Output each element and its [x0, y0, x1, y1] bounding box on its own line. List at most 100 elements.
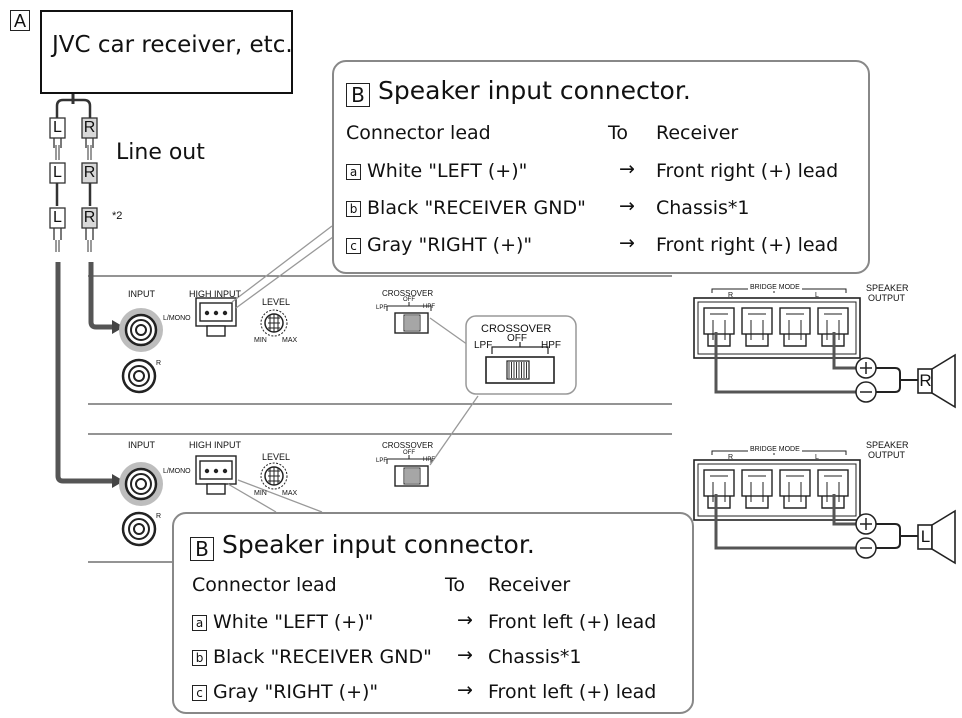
top-hpf: HPF	[423, 304, 435, 310]
rca-jack-bottom-r	[121, 511, 157, 547]
bottom-lpf: LPF	[376, 458, 388, 464]
top-lpf: LPF	[376, 305, 388, 311]
bottom-out-l: L	[815, 454, 819, 461]
speaker-output-label-top-1: SPEAKER	[866, 283, 909, 293]
zoom-crossover-label: CROSSOVER	[481, 323, 552, 335]
speaker-wire-bottom-minus	[714, 494, 856, 550]
callout-top-col-to: To	[608, 122, 629, 144]
top-input-r: R	[156, 360, 162, 367]
crossover-switch-top	[386, 302, 432, 334]
callout-bottom-row-b-arrow: →	[457, 644, 473, 666]
plug-l-3: L	[53, 209, 62, 226]
cable-split-top	[55, 98, 92, 118]
callout-top-row-b-arrow: →	[619, 195, 635, 217]
arrow-top-input	[112, 320, 124, 334]
callout-bottom-row-b-dest: Chassis*1	[488, 646, 582, 668]
crossover-switch-bottom	[386, 455, 432, 487]
callout-bottom-row-a-arrow: →	[457, 609, 473, 631]
callout-bottom-title-row: B Speaker input connector.	[190, 530, 535, 561]
rca-jack-top-r	[121, 358, 157, 394]
level-knob-bottom	[260, 462, 288, 490]
speaker-terminal-block-top	[693, 288, 861, 359]
callout-bottom: B Speaker input connector. Connector lead…	[172, 512, 694, 714]
callout-bottom-col-lead: Connector lead	[192, 574, 337, 596]
top-out-r: R	[728, 292, 734, 299]
top-level-max: MAX	[282, 337, 298, 344]
source-receiver-box: JVC car receiver, etc.	[40, 10, 293, 94]
zoom-off: OFF	[507, 333, 527, 344]
callout-top-row-b-dest: Chassis*1	[656, 197, 750, 219]
arrow-bottom-input	[112, 474, 124, 488]
plug-r-3: R	[83, 209, 96, 226]
level-knob-top	[260, 309, 288, 337]
bottom-hpf: HPF	[423, 457, 435, 463]
callout-bottom-col-receiver: Receiver	[488, 574, 571, 596]
cable-right-to-top-input	[88, 262, 112, 330]
callout-bottom-row-c-arrow: →	[457, 679, 473, 701]
speaker-icon-top	[917, 353, 956, 409]
line-out-footnote: *2	[112, 210, 123, 222]
bottom-off: OFF	[403, 450, 415, 456]
top-crossover-label: CROSSOVER	[382, 289, 434, 298]
callout-bottom-col-to: To	[445, 574, 466, 596]
cable-left-to-bottom-input	[55, 262, 112, 484]
line-out-label: Line out	[116, 140, 205, 165]
top-high-input-label: HIGH INPUT	[189, 289, 242, 299]
bridge-mode-bottom: BRIDGE MODE	[748, 446, 802, 453]
bottom-input-r: R	[156, 513, 162, 520]
callout-top-col-lead: Connector lead	[346, 122, 491, 144]
callout-bottom-title: Speaker input connector.	[222, 530, 535, 559]
speaker-bottom-letter: L	[920, 527, 931, 546]
panel-label: A	[10, 10, 30, 31]
callout-bottom-badge: B	[190, 537, 214, 561]
zoom-lpf: LPF	[474, 340, 493, 351]
bottom-level-label: LEVEL	[262, 452, 291, 462]
top-input-label: INPUT	[128, 289, 155, 299]
callout-bottom-row-a-dest: Front left (+) lead	[488, 611, 657, 633]
callout-top-col-receiver: Receiver	[656, 122, 739, 144]
speaker-wire-bottom-plus	[832, 494, 856, 526]
plug-l-2: L	[53, 164, 62, 181]
speaker-icon-bottom	[917, 509, 956, 565]
callout-top-leader	[231, 225, 349, 309]
bottom-out-r: R	[728, 454, 734, 461]
callout-top-row-a-dest: Front right (+) lead	[656, 160, 839, 182]
high-input-connector-bottom	[195, 455, 237, 495]
callout-top-row-c-dest: Front right (+) lead	[656, 234, 839, 256]
bottom-level-min: MIN	[254, 490, 267, 497]
plug-l-1: L	[53, 119, 62, 136]
speaker-wire-top-minus	[714, 332, 856, 394]
callout-bottom-leader	[227, 479, 323, 513]
plug-r-2: R	[83, 164, 96, 181]
speaker-wire-top-plus	[832, 332, 856, 370]
bottom-input-label: INPUT	[128, 440, 155, 450]
bottom-high-input-label: HIGH INPUT	[189, 440, 242, 450]
speaker-output-label-bottom-1: SPEAKER	[866, 440, 909, 450]
rca-plug-pair-2	[49, 145, 98, 193]
speaker-terminal-block-bottom	[693, 450, 861, 521]
top-level-label: LEVEL	[262, 297, 291, 307]
rca-plug-pair-3	[49, 193, 98, 252]
bridge-mode-top: BRIDGE MODE	[748, 284, 802, 291]
bottom-input-lmono: L/MONO	[163, 468, 191, 475]
speaker-output-label-top-2: OUTPUT	[868, 293, 905, 303]
speaker-top-letter: R	[919, 371, 932, 390]
top-input-lmono: L/MONO	[163, 315, 191, 322]
callout-top-row-c-arrow: →	[619, 232, 635, 254]
source-receiver-label: JVC car receiver, etc.	[52, 32, 293, 58]
zoom-hpf: HPF	[541, 340, 561, 351]
callout-top-title: Speaker input connector.	[378, 76, 691, 105]
bottom-level-max: MAX	[282, 490, 298, 497]
speaker-output-label-bottom-2: OUTPUT	[868, 450, 905, 460]
high-input-connector-top	[195, 297, 237, 337]
top-off: OFF	[403, 297, 415, 303]
bottom-crossover-label: CROSSOVER	[382, 441, 434, 450]
top-level-min: MIN	[254, 337, 267, 344]
